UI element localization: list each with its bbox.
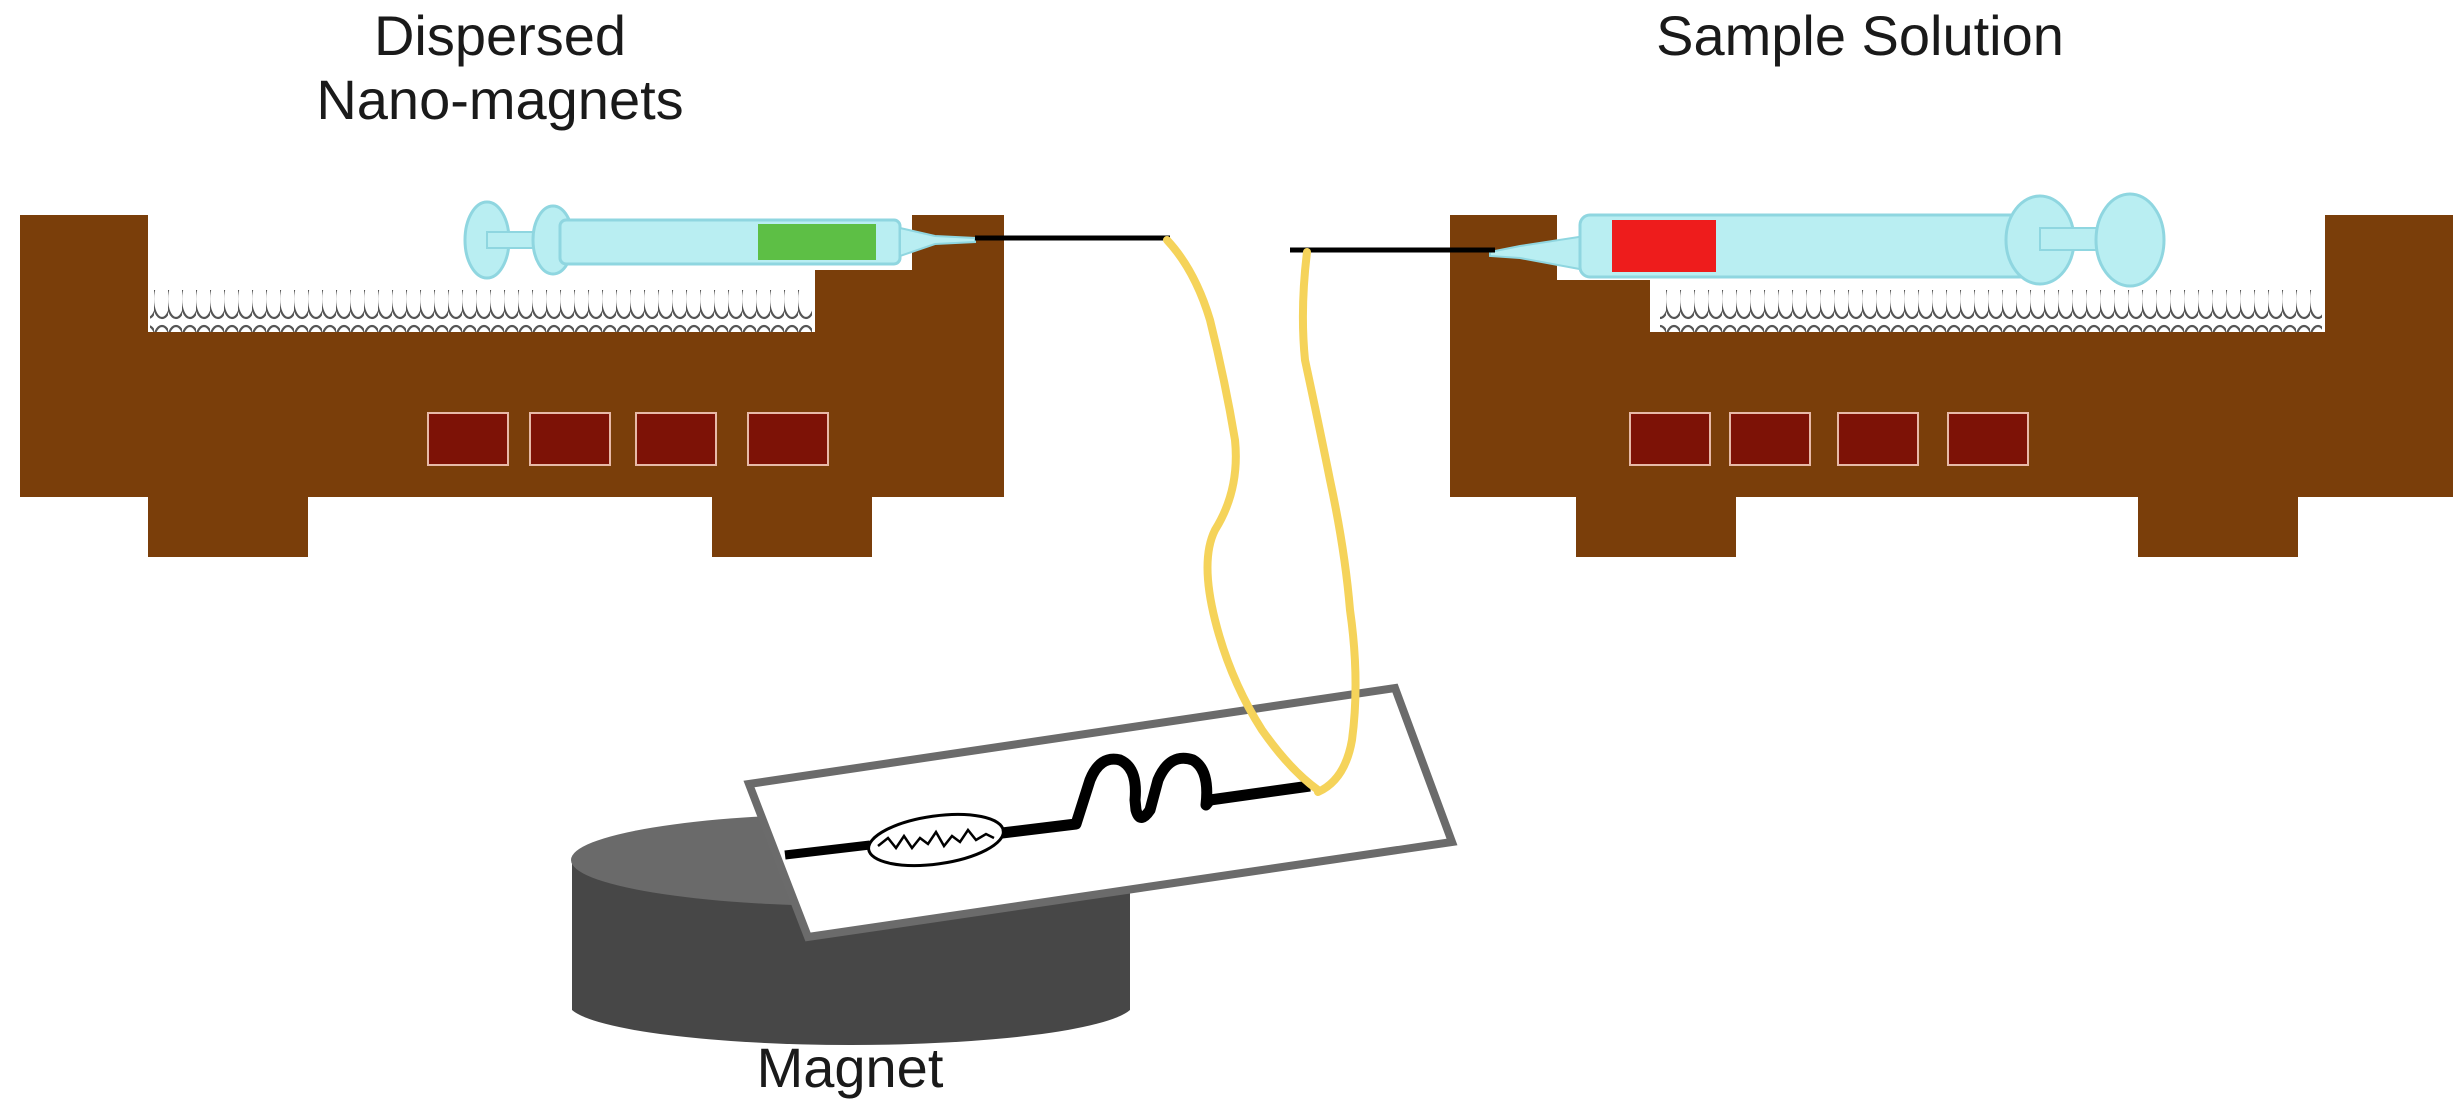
left-pump-label-line2: Nano-magnets (316, 68, 684, 132)
right-syringe-fluid (1612, 220, 1716, 272)
right-pump-buttons (1629, 412, 2029, 466)
right-pump-button (1837, 412, 1919, 466)
left-pump-foot-left (148, 497, 308, 557)
chip-serpentine-channel (1001, 752, 1311, 839)
right-syringe-pump (1290, 192, 2453, 557)
right-pump-spring (1660, 290, 2322, 332)
right-pump-button (1629, 412, 1711, 466)
right-pump-foot-left (1576, 497, 1736, 557)
magnet-label: Magnet (756, 1036, 944, 1099)
left-pump-button (747, 412, 829, 466)
left-pump-label: Dispersed Nano-magnets (200, 4, 800, 133)
left-pump-label-line1: Dispersed (373, 4, 627, 67)
left-pump-button (427, 412, 509, 466)
left-syringe-fluid (758, 224, 876, 260)
tubing-right (1298, 248, 1360, 796)
left-pump-button (635, 412, 717, 466)
right-syringe (1489, 192, 2166, 288)
left-pump-spring (150, 290, 812, 332)
left-pump-buttons (427, 412, 829, 466)
right-pump-button (1729, 412, 1811, 466)
left-syringe-pump (20, 200, 1170, 557)
right-pump-foot-right (2138, 497, 2298, 557)
tubing (1163, 236, 1360, 796)
right-pump-button (1947, 412, 2029, 466)
left-pump-button (529, 412, 611, 466)
chip-chamber-particles (877, 827, 995, 851)
tubing-left (1163, 236, 1322, 794)
left-syringe (463, 200, 976, 280)
right-pump-label: Sample Solution (1656, 4, 2064, 67)
left-pump-foot-right (712, 497, 872, 557)
chip-inlet-channel (784, 840, 871, 860)
